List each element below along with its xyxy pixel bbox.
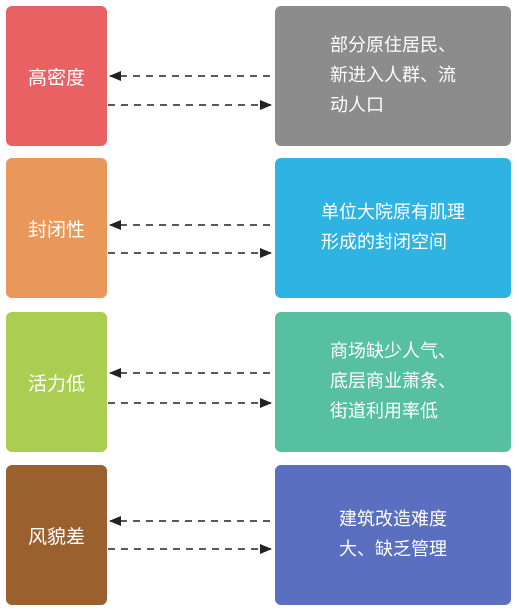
right-text-line: 动人口 (330, 95, 384, 116)
row-poor-appearance: 风貌差 建筑改造难度 大、缺乏管理 (0, 465, 519, 605)
row-low-vitality: 活力低 商场缺少人气、 底层商业萧条、 街道利用率低 (0, 312, 519, 452)
right-text-line: 新进入人群、流 (330, 65, 456, 86)
right-text-line: 底层商业萧条、 (330, 371, 456, 392)
right-text-block: 商场缺少人气、 底层商业萧条、 街道利用率低 (330, 337, 456, 427)
right-text-block: 建筑改造难度 大、缺乏管理 (339, 505, 447, 565)
row-closedness: 封闭性 单位大院原有肌理 形成的封闭空间 (0, 158, 519, 298)
left-box-high-density: 高密度 (6, 6, 107, 146)
right-text-line: 部分原住居民、 (330, 35, 456, 56)
left-box-poor-appearance: 风貌差 (6, 465, 107, 605)
right-text-line: 形成的封闭空间 (321, 232, 447, 253)
right-box-commerce: 商场缺少人气、 底层商业萧条、 街道利用率低 (275, 312, 511, 452)
right-text-block: 单位大院原有肌理 形成的封闭空间 (321, 198, 465, 258)
right-text-line: 街道利用率低 (330, 401, 438, 422)
right-text-block: 部分原住居民、 新进入人群、流 动人口 (330, 31, 456, 121)
left-box-low-vitality: 活力低 (6, 312, 107, 452)
right-box-residents: 部分原住居民、 新进入人群、流 动人口 (275, 6, 511, 146)
right-text-line: 建筑改造难度 (339, 509, 447, 530)
right-text-line: 商场缺少人气、 (330, 341, 456, 362)
left-box-closedness: 封闭性 (6, 158, 107, 298)
right-text-line: 单位大院原有肌理 (321, 202, 465, 223)
right-text-line: 大、缺乏管理 (339, 539, 447, 560)
right-box-enclosed-space: 单位大院原有肌理 形成的封闭空间 (275, 158, 511, 298)
row-high-density: 高密度 部分原住居民、 新进入人群、流 动人口 (0, 6, 519, 146)
right-box-renovation: 建筑改造难度 大、缺乏管理 (275, 465, 511, 605)
